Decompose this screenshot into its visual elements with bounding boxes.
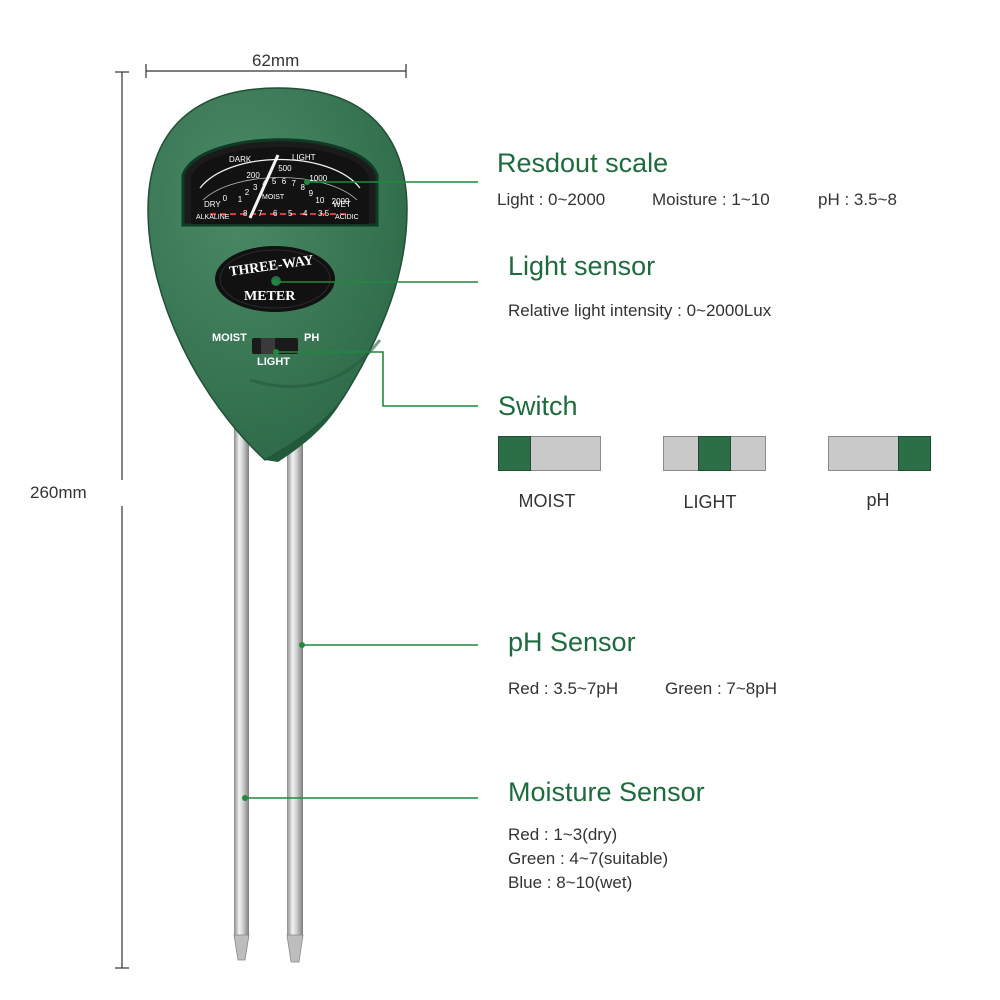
- dial-tick: 5: [288, 209, 293, 218]
- dial-tick: 10: [315, 196, 325, 206]
- dial-tick: 200: [246, 171, 260, 181]
- height-dimension-line: [115, 71, 129, 969]
- ph-sensor-green: Green : 7~8pH: [665, 679, 777, 698]
- body-switch-ph-label: PH: [304, 332, 320, 344]
- probe-left: [233, 410, 250, 961]
- dial-tick: 500: [278, 164, 292, 174]
- switch-diagram-moist: [498, 436, 601, 471]
- light-sensor-desc: Relative light intensity : 0~2000Lux: [508, 301, 772, 320]
- height-label: 260mm: [30, 483, 87, 502]
- switch-label-light: LIGHT: [683, 492, 737, 512]
- dial-alkaline-label: ALKALINE: [196, 214, 230, 221]
- dial-tick: 4: [303, 209, 308, 218]
- moisture-sensor-green: Green : 4~7(suitable): [508, 849, 669, 868]
- switch-title: Switch: [498, 391, 578, 421]
- dial-tick: 7: [258, 209, 263, 218]
- dial-tick: 0: [222, 193, 228, 203]
- dial-tick: 2: [244, 187, 250, 197]
- width-label: 62mm: [252, 51, 300, 70]
- dial-tick: 8: [300, 183, 305, 193]
- readout-light: Light : 0~2000: [497, 190, 606, 209]
- probe-right: [286, 410, 304, 963]
- switch-diagram-light: [663, 436, 766, 471]
- dial-window: [181, 138, 379, 227]
- moisture-sensor-red: Red : 1~3(dry): [508, 825, 618, 844]
- moisture-sensor-blue: Blue : 8~10(wet): [508, 873, 633, 892]
- body-switch-moist-label: MOIST: [212, 332, 247, 344]
- dial-tick: 4: [262, 178, 267, 188]
- switch-label-moist: MOIST: [518, 491, 576, 511]
- dial-dark-label: DARK: [229, 155, 252, 164]
- dial-acidic-label: ACIDIC: [335, 214, 359, 221]
- dial-tick: 1: [237, 194, 243, 204]
- dial-tick: 8: [243, 209, 248, 218]
- dial-tick: 6: [281, 177, 287, 187]
- dial-dry-label: DRY: [204, 200, 221, 209]
- dial-tick: 3: [253, 182, 258, 192]
- light-sensor-title: Light sensor: [508, 251, 656, 281]
- readout-title: Resdout scale: [497, 148, 669, 178]
- dial-wet-label: WET: [333, 200, 351, 209]
- dial-tick: 7: [291, 179, 296, 189]
- readout-ph: pH : 3.5~8: [818, 190, 897, 209]
- width-dimension-line: [145, 64, 407, 78]
- dial-tick: 5: [271, 177, 277, 187]
- dial-moist-label: MOIST: [262, 194, 285, 201]
- dial-tick: 9: [308, 189, 314, 199]
- dial-light-label: LIGHT: [292, 153, 316, 162]
- badge-bottom-text: METER: [244, 289, 296, 304]
- dial-tick: 3.5: [318, 209, 330, 218]
- ph-sensor-title: pH Sensor: [508, 627, 636, 657]
- moisture-sensor-title: Moisture Sensor: [508, 777, 705, 807]
- body-switch: [252, 338, 298, 354]
- switch-label-ph: pH: [866, 490, 890, 510]
- dial-tick: 1000: [309, 173, 328, 183]
- callout-dots: [242, 179, 310, 801]
- readout-moisture: Moisture : 1~10: [652, 190, 770, 209]
- callout-lines: [245, 181, 478, 799]
- dial-tick: 2000: [331, 197, 350, 207]
- switch-diagram-ph: [828, 436, 931, 471]
- dial-tick: 6: [273, 209, 278, 218]
- body-switch-light-label: LIGHT: [257, 356, 290, 368]
- ph-sensor-red: Red : 3.5~7pH: [508, 679, 619, 698]
